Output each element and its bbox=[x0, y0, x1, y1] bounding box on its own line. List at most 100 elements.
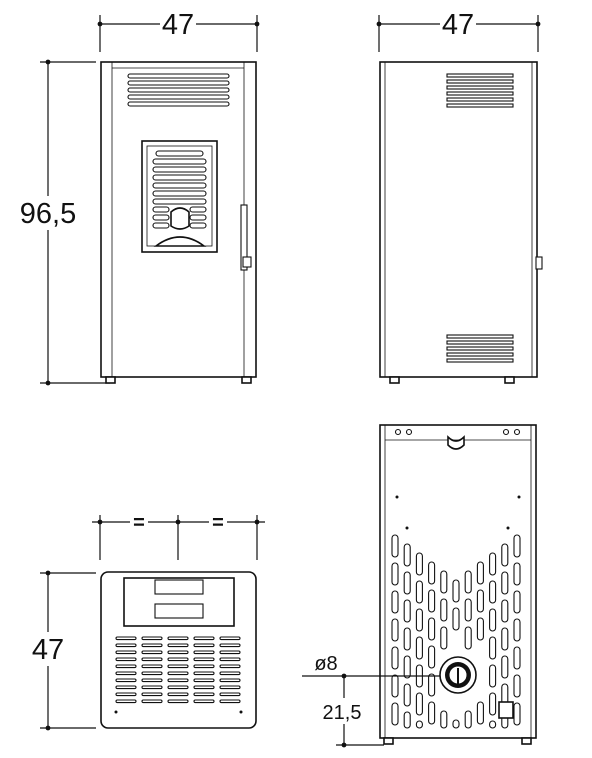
vent-slot bbox=[428, 701, 436, 725]
vent-slot bbox=[115, 664, 137, 669]
vent-slot bbox=[403, 599, 411, 623]
equal-right-label: = bbox=[212, 512, 224, 534]
vent-slot bbox=[513, 590, 521, 614]
vent-slot bbox=[440, 570, 448, 594]
vent-slot bbox=[415, 692, 423, 716]
vent-slot bbox=[219, 671, 241, 676]
vent-slot bbox=[489, 552, 497, 576]
vent-slot bbox=[501, 599, 509, 623]
top-vent-grille bbox=[115, 636, 241, 704]
vent-slot bbox=[141, 678, 163, 683]
vent-slot bbox=[193, 685, 215, 690]
vent-slot bbox=[115, 643, 137, 648]
top-view: = = 47 bbox=[28, 512, 265, 731]
side-top-vent bbox=[446, 73, 514, 108]
vent-slot bbox=[428, 645, 436, 669]
vent-slot bbox=[193, 699, 215, 704]
top-depth-label: 47 bbox=[32, 634, 64, 666]
vent-slot bbox=[415, 580, 423, 604]
vent-slot bbox=[440, 598, 448, 622]
vent-slot bbox=[193, 636, 215, 641]
vent-slot bbox=[391, 646, 399, 670]
vent-slot bbox=[489, 664, 497, 688]
vent-slot bbox=[513, 702, 521, 726]
vent-slot bbox=[115, 657, 137, 662]
vent-slot bbox=[415, 636, 423, 660]
vent-slot bbox=[219, 692, 241, 697]
vent-slot bbox=[403, 683, 411, 707]
front-view: 47 96,5 bbox=[14, 9, 260, 386]
vent-slot bbox=[167, 678, 189, 683]
vent-slot bbox=[403, 627, 411, 651]
vent-slot bbox=[403, 543, 411, 567]
vent-slot bbox=[391, 590, 399, 614]
vent-slot bbox=[141, 692, 163, 697]
vent-slot bbox=[464, 598, 472, 622]
vent-slot bbox=[428, 589, 436, 613]
vent-slot bbox=[115, 636, 137, 641]
vent-slot bbox=[193, 650, 215, 655]
flue-outlet bbox=[439, 656, 477, 694]
vent-slot bbox=[440, 626, 448, 650]
back-view: ø8 21,5 bbox=[302, 424, 537, 748]
vent-slot bbox=[141, 636, 163, 641]
vent-slot bbox=[403, 655, 411, 679]
vent-slot bbox=[193, 692, 215, 697]
vent-slot bbox=[167, 650, 189, 655]
vent-slot bbox=[452, 719, 460, 729]
vent-slot bbox=[115, 685, 137, 690]
vent-slot bbox=[167, 699, 189, 704]
vent-slot bbox=[403, 711, 411, 729]
flue-diameter-label: ø8 bbox=[314, 653, 337, 675]
vent-slot bbox=[489, 580, 497, 604]
vent-slot bbox=[415, 720, 423, 729]
vent-slot bbox=[476, 701, 484, 725]
vent-slot bbox=[501, 571, 509, 595]
vent-slot bbox=[391, 562, 399, 586]
vent-slot bbox=[219, 657, 241, 662]
vent-slot bbox=[219, 650, 241, 655]
vent-slot bbox=[219, 685, 241, 690]
vent-slot bbox=[115, 671, 137, 676]
vent-slot bbox=[428, 561, 436, 585]
front-width-label: 47 bbox=[162, 9, 194, 41]
vent-slot bbox=[452, 579, 460, 603]
vent-slot bbox=[219, 664, 241, 669]
front-fire-window bbox=[141, 140, 218, 253]
vent-slot bbox=[452, 607, 460, 631]
vent-slot bbox=[115, 678, 137, 683]
equal-left-label: = bbox=[133, 512, 145, 534]
vent-slot bbox=[141, 699, 163, 704]
vent-slot bbox=[489, 720, 497, 729]
flue-height-label: 21,5 bbox=[323, 702, 362, 724]
back-vent-grille bbox=[391, 534, 521, 729]
front-top-vent bbox=[127, 73, 230, 107]
vent-slot bbox=[193, 678, 215, 683]
vent-slot bbox=[415, 552, 423, 576]
vent-slot bbox=[167, 671, 189, 676]
vent-slot bbox=[391, 534, 399, 558]
vent-slot bbox=[115, 650, 137, 655]
vent-slot bbox=[501, 627, 509, 651]
side-view: 47 bbox=[376, 9, 543, 384]
vent-slot bbox=[193, 671, 215, 676]
vent-slot bbox=[219, 636, 241, 641]
vent-slot bbox=[476, 617, 484, 641]
vent-slot bbox=[167, 643, 189, 648]
vent-slot bbox=[501, 543, 509, 567]
vent-slot bbox=[489, 608, 497, 632]
vent-slot bbox=[219, 678, 241, 683]
vent-slot bbox=[403, 571, 411, 595]
vent-slot bbox=[167, 664, 189, 669]
vent-slot bbox=[464, 570, 472, 594]
vent-slot bbox=[219, 699, 241, 704]
vent-slot bbox=[489, 692, 497, 716]
side-width-label: 47 bbox=[442, 9, 474, 41]
vent-slot bbox=[489, 636, 497, 660]
front-height-label: 96,5 bbox=[20, 198, 76, 230]
vent-slot bbox=[141, 671, 163, 676]
vent-slot bbox=[501, 655, 509, 679]
vent-slot bbox=[415, 608, 423, 632]
vent-slot bbox=[193, 643, 215, 648]
vent-slot bbox=[513, 646, 521, 670]
